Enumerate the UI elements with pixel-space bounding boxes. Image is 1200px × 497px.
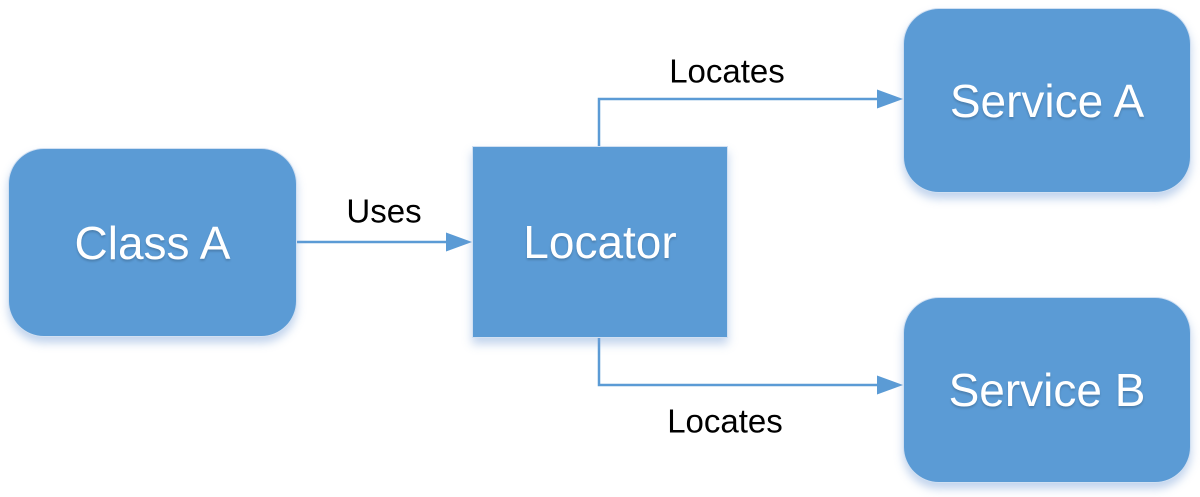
arrowhead-icon-locates-a: [877, 89, 903, 109]
node-class-a: Class A: [8, 148, 297, 337]
node-label-locator: Locator: [523, 216, 677, 268]
node-locator: Locator: [472, 146, 728, 338]
node-label-class-a: Class A: [74, 216, 231, 269]
node-service-b: Service B: [903, 297, 1191, 483]
arrowhead-icon-uses: [446, 232, 472, 252]
node-label-service-b: Service B: [948, 364, 1146, 416]
edge-line-locates-a: [597, 97, 880, 146]
edge-label-locates-a: Locates: [669, 52, 785, 90]
edge-line-locates-b: [597, 338, 880, 387]
node-label-service-a: Service A: [949, 74, 1145, 127]
node-service-a: Service A: [903, 8, 1191, 193]
edge-label-locates-b: Locates: [667, 402, 783, 440]
arrowhead-icon-locates-b: [877, 375, 903, 395]
edge-label-uses: Uses: [346, 192, 422, 230]
